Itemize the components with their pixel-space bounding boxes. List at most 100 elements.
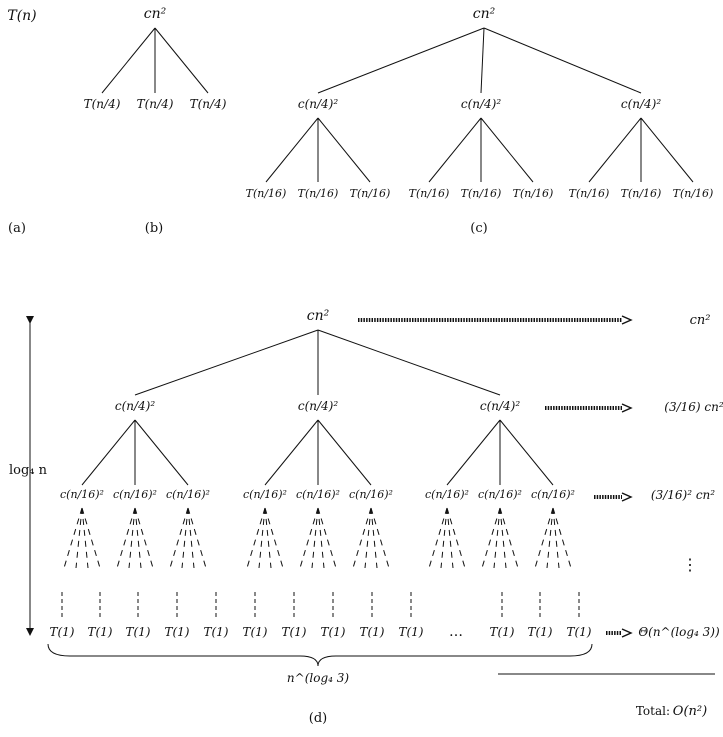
panel-d-level2-node: c(n/16)²	[166, 488, 210, 501]
panel-c-edge	[480, 117, 534, 183]
panel-d-dashed-edge	[134, 507, 154, 569]
level-leaf-pointer-arrow-icon	[621, 628, 632, 638]
panel-d-dashed-edge	[440, 507, 448, 569]
panel-d-edge	[134, 419, 189, 486]
panel-d-leaf: T(1)	[87, 625, 112, 639]
panel-d-total-value: O(n²)	[673, 704, 707, 719]
panel-d-level2-node: c(n/16)²	[531, 488, 575, 501]
panel-c-leaf: T(n/16)	[409, 187, 450, 200]
panel-d-leaf: T(1)	[359, 625, 384, 639]
panel-b-root: cn²	[144, 6, 167, 22]
panel-d-level-cost-leaf: Θ(n^(log₄ 3))	[638, 625, 720, 639]
panel-d-edge	[81, 419, 136, 486]
panel-d-dashed-edge	[481, 507, 501, 569]
panel-c-leaf: T(n/16)	[673, 187, 714, 200]
panel-d-dashed-edge	[428, 507, 448, 569]
panel-d-level2-node: c(n/16)²	[113, 488, 157, 501]
panel-d-leaf: T(1)	[125, 625, 150, 639]
panel-c-edge	[428, 117, 482, 183]
panel-d-leaf: T(1)	[398, 625, 423, 639]
panel-d-root: cn²	[307, 308, 330, 324]
panel-d-leaf: T(1)	[164, 625, 189, 639]
panel-d-level2-node: c(n/16)²	[296, 488, 340, 501]
panel-d-dashed-edge	[187, 507, 207, 569]
panel-c-leaf: T(n/16)	[513, 187, 554, 200]
panel-d-edge	[317, 419, 372, 486]
panel-c-root: cn²	[473, 6, 496, 22]
panel-d-edge	[134, 329, 319, 396]
panel-c-edge	[640, 117, 694, 183]
panel-d-level-cost-0: cn²	[690, 313, 711, 328]
panel-c-level1-node: c(n/4)²	[621, 97, 661, 111]
panel-d-dashed-edge	[364, 507, 372, 569]
panel-d-leaf: T(1)	[49, 625, 74, 639]
panel-label-a: (a)	[8, 221, 26, 236]
panel-b-child: T(n/4)	[137, 97, 174, 111]
panel-d-dashed-edge	[75, 507, 83, 569]
panel-c-edge	[265, 117, 319, 183]
panel-d-edge	[446, 419, 501, 486]
panel-d-leaf: T(1)	[566, 625, 591, 639]
level-1-pointer-arrow-icon	[621, 403, 632, 413]
panel-b-child: T(n/4)	[190, 97, 227, 111]
panel-d-dashed-edge	[258, 507, 266, 569]
panel-d-edge	[499, 419, 554, 486]
panel-c-edge	[588, 117, 642, 183]
panel-d-dashed-edge	[370, 507, 390, 569]
panel-d-dashed-edge	[81, 507, 101, 569]
panel-d-total-label: Total:	[636, 704, 670, 718]
panel-c-leaf: T(n/16)	[298, 187, 339, 200]
panel-d-vertical-ellipsis: ⋮	[682, 555, 698, 574]
panel-c-leaf: T(n/16)	[350, 187, 391, 200]
panel-d-dashed-edge	[446, 507, 466, 569]
panel-d-level-cost-1: (3/16) cn²	[664, 400, 723, 414]
panel-d-dashed-edge	[187, 507, 195, 569]
panel-d-dashed-edge	[169, 507, 189, 569]
panel-d-dashed-edge	[552, 507, 572, 569]
panel-d-dashed-edge	[128, 507, 136, 569]
panel-d-dashed-edge	[311, 507, 319, 569]
panel-d-level1-node: c(n/4)²	[115, 399, 155, 413]
panel-d-level1-node: c(n/4)²	[298, 399, 338, 413]
panel-b-edge	[101, 27, 156, 94]
panel-d-level2-node: c(n/16)²	[60, 488, 104, 501]
panel-d-dashed-edge	[264, 507, 284, 569]
panel-c-edge	[480, 27, 485, 94]
panel-c-leaf: T(n/16)	[569, 187, 610, 200]
panel-c-leaf: T(n/16)	[461, 187, 502, 200]
panel-d-leaf: T(1)	[489, 625, 514, 639]
panel-d-dashed-edge	[264, 507, 272, 569]
panel-label-d: (d)	[309, 711, 327, 726]
panel-c-level1-node: c(n/4)²	[298, 97, 338, 111]
panel-d-dashed-edge	[181, 507, 189, 569]
panel-d-level2-node: c(n/16)²	[425, 488, 469, 501]
panel-d-leaf-ellipsis: …	[449, 624, 463, 640]
panel-d-edge	[264, 419, 319, 486]
panel-d-leaf-count: n^(log₄ 3)	[287, 671, 349, 685]
panel-d-dashed-edge	[63, 507, 83, 569]
panel-d-leaf: T(1)	[203, 625, 228, 639]
panel-c-leaf: T(n/16)	[246, 187, 287, 200]
panel-label-c: (c)	[470, 221, 487, 236]
panel-d-dashed-edge	[352, 507, 372, 569]
panel-d-dashed-edge	[317, 507, 325, 569]
panel-c-edge	[317, 27, 485, 94]
panel-d-dashed-edge	[446, 507, 454, 569]
panel-d-dashed-edge	[546, 507, 554, 569]
panel-d-level-cost-2: (3/16)² cn²	[651, 488, 715, 502]
level-0-pointer-arrow-icon	[621, 315, 632, 325]
panel-d-dashed-edge	[493, 507, 501, 569]
panel-d-dashed-edge	[317, 507, 337, 569]
panel-c-edge	[483, 27, 642, 94]
panel-d-level1-node: c(n/4)²	[480, 399, 520, 413]
panel-d-dashed-edge	[299, 507, 319, 569]
panel-b-edge	[154, 27, 209, 94]
panel-d-level2-node: c(n/16)²	[478, 488, 522, 501]
panel-d-leaf: T(1)	[527, 625, 552, 639]
panel-d-dashed-edge	[246, 507, 266, 569]
panel-d-leaf: T(1)	[281, 625, 306, 639]
panel-d-dashed-edge	[499, 507, 507, 569]
panel-d-dashed-edge	[134, 507, 142, 569]
